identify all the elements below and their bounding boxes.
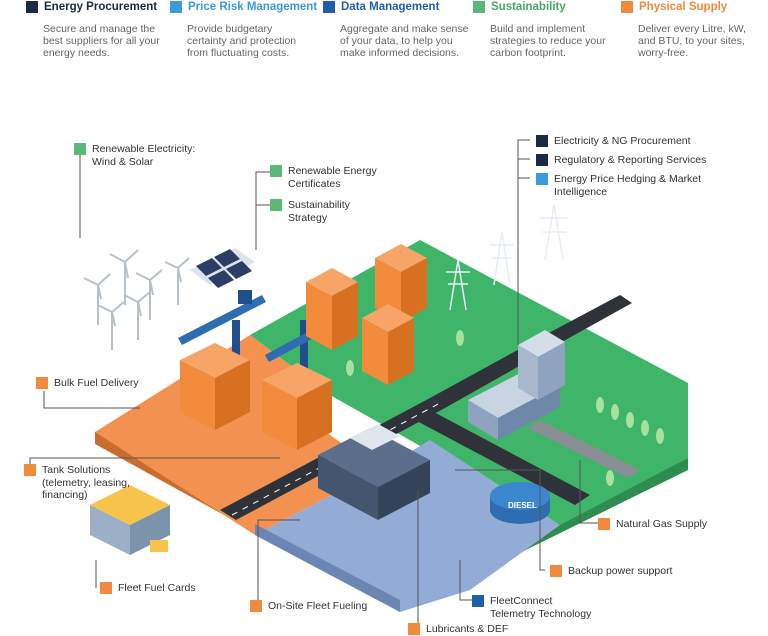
label-bulk-fuel-delivery: Bulk Fuel Delivery bbox=[36, 377, 139, 390]
category-title: Sustainability bbox=[491, 1, 566, 13]
label-backup-power: Backup power support bbox=[550, 565, 672, 578]
category-physical-supply: Physical Supply Deliver every Litre, kW,… bbox=[621, 0, 746, 59]
label-renewable-certificates: Renewable Energy Certificates bbox=[270, 165, 377, 190]
label-tank-solutions: Tank Solutions (telemetry, leasing, fina… bbox=[24, 464, 130, 502]
category-title: Price Risk Management bbox=[188, 1, 318, 13]
sustainability-swatch bbox=[473, 1, 485, 13]
label-text: Backup power support bbox=[568, 565, 673, 577]
label-text: Bulk Fuel Delivery bbox=[54, 377, 139, 389]
data-center-building bbox=[468, 330, 565, 440]
data-management-marker bbox=[472, 595, 484, 607]
label-text: Regulatory & Reporting Services bbox=[554, 154, 707, 166]
service-legend: Energy Procurement Secure and manage the… bbox=[0, 0, 768, 70]
label-price-hedging: Energy Price Hedging & Market Intelligen… bbox=[536, 173, 701, 198]
label-text: On-Site Fleet Fueling bbox=[268, 600, 368, 612]
label-natural-gas-supply: Natural Gas Supply bbox=[598, 518, 707, 531]
label-text: Renewable Energy Certificates bbox=[288, 165, 377, 190]
physical-supply-marker bbox=[24, 464, 36, 476]
category-description: Build and implement strategies to reduce… bbox=[490, 23, 606, 59]
buildings-under-construction bbox=[180, 343, 332, 450]
price-risk-marker bbox=[536, 173, 548, 185]
physical-supply-marker bbox=[100, 582, 112, 594]
energy-procurement-swatch bbox=[26, 1, 38, 13]
category-energy-procurement: Energy Procurement Secure and manage the… bbox=[26, 0, 160, 59]
category-sustainability: Sustainability Build and implement strat… bbox=[473, 0, 606, 59]
fleet-fuel-station bbox=[90, 485, 170, 555]
physical-supply-marker bbox=[250, 600, 262, 612]
sustainability-marker bbox=[270, 199, 282, 211]
label-lubricants-def: Lubricants & DEF bbox=[408, 623, 508, 636]
category-price-risk-management: Price Risk Management Provide budgetary … bbox=[170, 0, 317, 59]
label-onsite-fleet-fueling: On-Site Fleet Fueling bbox=[250, 600, 367, 613]
label-regulatory-reporting: Regulatory & Reporting Services bbox=[536, 154, 706, 167]
label-fleet-fuel-cards: Fleet Fuel Cards bbox=[100, 582, 196, 595]
label-sustainability-strategy: Sustainability Strategy bbox=[270, 199, 350, 224]
label-text: FleetConnect Telemetry Technology bbox=[490, 595, 592, 620]
price-risk-swatch bbox=[170, 1, 182, 13]
fuel-warehouse bbox=[318, 424, 430, 520]
label-text: Energy Price Hedging & Market Intelligen… bbox=[554, 173, 702, 198]
category-description: Aggregate and make sense of your data, t… bbox=[340, 23, 469, 59]
label-renewable-electricity: Renewable Electricity: Wind & Solar bbox=[74, 143, 195, 168]
parking-lot bbox=[528, 420, 640, 478]
road-to-parking bbox=[545, 295, 632, 343]
energy-procurement-marker bbox=[536, 135, 548, 147]
label-text: Fleet Fuel Cards bbox=[118, 582, 196, 594]
label-text: Tank Solutions (telemetry, leasing, fina… bbox=[42, 464, 130, 501]
category-title: Energy Procurement bbox=[44, 1, 158, 13]
label-text: Lubricants & DEF bbox=[426, 623, 509, 635]
label-electricity-ng-procurement: Electricity & NG Procurement bbox=[536, 135, 691, 148]
label-fleetconnect-telemetry: FleetConnect Telemetry Technology bbox=[472, 595, 591, 620]
office-towers bbox=[306, 244, 427, 385]
diesel-tank: DIESEL bbox=[490, 482, 550, 524]
diesel-tank-text: DIESEL bbox=[508, 501, 537, 510]
category-description: Provide budgetary certainty and protecti… bbox=[187, 23, 297, 59]
solar-panels bbox=[190, 248, 255, 288]
sustainability-marker bbox=[74, 143, 86, 155]
road-center-line bbox=[231, 402, 441, 516]
category-title: Data Management bbox=[341, 1, 440, 13]
physical-supply-marker bbox=[408, 623, 420, 635]
data-management-swatch bbox=[323, 1, 335, 13]
category-description: Secure and manage the best suppliers for… bbox=[43, 23, 160, 59]
category-title: Physical Supply bbox=[639, 1, 728, 13]
transmission-towers bbox=[446, 204, 568, 311]
energy-procurement-marker bbox=[536, 154, 548, 166]
sustainability-marker bbox=[270, 165, 282, 177]
label-text: Renewable Electricity: Wind & Solar bbox=[92, 143, 196, 168]
wind-turbine-group bbox=[83, 249, 190, 350]
cross-road bbox=[415, 410, 590, 505]
label-text: Natural Gas Supply bbox=[616, 518, 708, 530]
physical-supply-marker bbox=[36, 377, 48, 389]
physical-supply-marker bbox=[550, 565, 562, 577]
physical-supply-marker bbox=[598, 518, 610, 530]
blue-ground-edge bbox=[255, 524, 400, 612]
label-text: Sustainability Strategy bbox=[288, 199, 350, 224]
category-description: Deliver every Litre, kW, and BTU, to you… bbox=[638, 23, 746, 59]
physical-supply-swatch bbox=[621, 1, 633, 13]
label-text: Electricity & NG Procurement bbox=[554, 135, 691, 147]
category-data-management: Data Management Aggregate and make sense… bbox=[323, 0, 468, 59]
trees bbox=[346, 330, 664, 486]
